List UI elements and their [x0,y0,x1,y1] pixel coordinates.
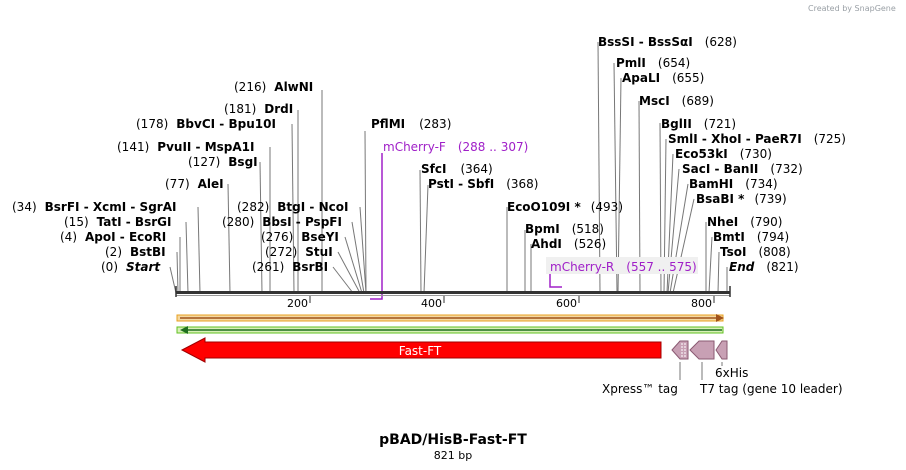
primer-mcherry-f[interactable]: mCherry-F(288 .. 307) [370,140,528,300]
site-bsssi: BssSI - BssSαI(628) [598,35,737,49]
site-labels-center: SfcI(364) PstI - SbfI(368) EcoO109I *(49… [421,162,623,251]
svg-text:mCherry-F(288 .. 307): mCherry-F(288 .. 307) [383,140,528,154]
site-pvuii: (141)PvuII - MspA1I [117,140,255,154]
site-bbvci: (178)BbvCI - Bpu10I [136,117,276,131]
site-saci: SacI - BanII(732) [682,162,803,176]
ruler-tick-200: 200 [287,297,308,310]
primer-mcherry-r[interactable]: mCherry-R(557 .. 575) [546,257,698,288]
site-sfci: SfcI(364) [421,162,493,176]
site-start: (0)Start [101,260,161,274]
site-eco53ki: Eco53kI(730) [675,147,772,161]
site-bbsi: (280)BbsI - PspFI [222,215,342,229]
site-bsrfi: (34)BsrFI - XcmI - SgrAI [12,200,176,214]
site-bsabi: BsaBI *(739) [696,192,787,206]
site-pmli: PmlI(654) [616,56,690,70]
site-msci: MscI(689) [639,94,714,108]
snapgene-credit: Created by SnapGene [808,4,896,13]
feature-fast-ft[interactable]: Fast-FT [180,337,662,363]
site-apali: ApaLI(655) [622,71,704,85]
ruler-tick-400: 400 [421,297,442,310]
feature-6xhis-label: 6xHis [715,366,748,380]
feature-6xhis[interactable] [689,340,715,360]
feature-fast-ft-label: Fast-FT [399,344,442,358]
green-track[interactable] [176,326,724,334]
orange-track[interactable] [176,314,724,322]
ruler: 200 400 600 800 [287,296,715,310]
site-end: End(821) [729,260,799,274]
site-bsgi: (127)BsgI [188,155,258,169]
feature-t7-tag-label: T7 tag (gene 10 leader) [699,382,843,396]
site-drdi: (181)DrdI [224,102,293,116]
ruler-tick-600: 600 [556,297,577,310]
feature-t7-tag[interactable] [715,340,728,360]
site-btgi: (282)BtgI - NcoI [237,200,348,214]
site-nhei: NheI(790) [707,215,782,229]
site-bseyi: (276)BseYI [261,230,339,244]
site-bmti: BmtI(794) [713,230,789,244]
svg-text:mCherry-R(557 .. 575): mCherry-R(557 .. 575) [550,260,697,274]
site-tsoi: TsoI(808) [720,245,791,259]
site-bsrbi: (261)BsrBI [252,260,328,274]
map-title: pBAD/HisB-Fast-FT [379,432,527,448]
sequence-backbone [175,286,731,297]
site-alwni: (216)AlwNI [234,80,313,94]
site-labels-left: (216)AlwNI (181)DrdI (178)BbvCI - Bpu10I… [12,80,313,274]
site-stui: (272)StuI [265,245,333,259]
map-subtitle: 821 bp [434,449,472,462]
site-smli: SmlI - XhoI - PaeR7I(725) [668,132,846,146]
site-bpmi: BpmI(518) [525,222,604,236]
feature-xpress-tag-label: Xpress™ tag [602,382,678,396]
ruler-tick-800: 800 [691,297,712,310]
tag-leader-lines [679,362,723,380]
site-labels-mid: (282)BtgI - NcoI (280)BbsI - PspFI (276)… [222,117,451,274]
site-apoi: (4)ApoI - EcoRI [60,230,166,244]
site-bstbi: (2)BstBI [105,245,166,259]
site-ahdi: AhdI(526) [531,237,606,251]
site-psti: PstI - SbfI(368) [428,177,538,191]
feature-xpress-tag[interactable] [671,340,689,360]
site-pflmi: PflMI(283) [371,117,451,131]
site-tati: (15)TatI - BsrGI [64,215,171,229]
site-bglii: BglII(721) [661,117,736,131]
site-bamhi: BamHI(734) [689,177,778,191]
site-labels-right: BssSI - BssSαI(628) PmlI(654) ApaLI(655)… [598,35,846,274]
site-ecoo109i: EcoO109I *(493) [507,200,623,214]
site-alei: (77)AleI [165,177,224,191]
